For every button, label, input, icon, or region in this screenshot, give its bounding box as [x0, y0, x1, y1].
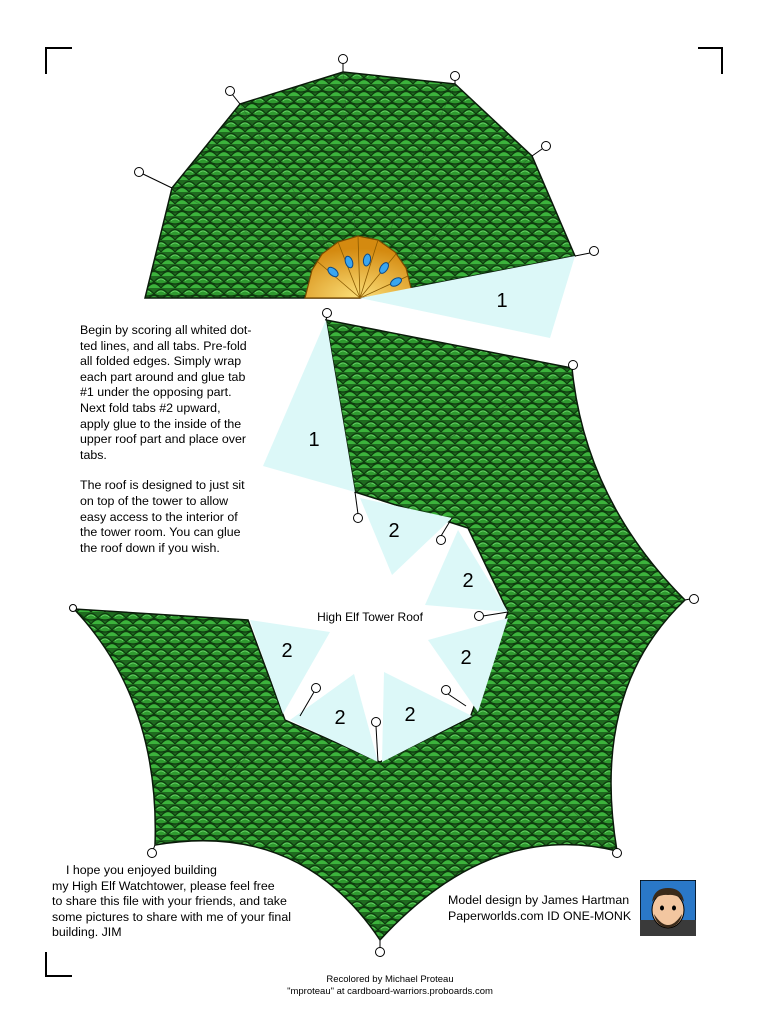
- credits-text: Model design by James Hartman Paperworld…: [448, 893, 632, 923]
- tab-2-label-a: 2: [388, 520, 399, 542]
- tab-1-label: 1: [496, 290, 507, 312]
- tab-2-label-d: 2: [404, 704, 415, 726]
- tab-1-lower-label: 1: [308, 429, 319, 451]
- tab-2-label-e: 2: [334, 707, 345, 729]
- tab-2-label-f: 2: [281, 640, 292, 662]
- outro-text: I hope you enjoyed building my High Elf …: [52, 863, 291, 940]
- tab-2-label-c: 2: [460, 647, 471, 669]
- tab-2-label-b: 2: [462, 570, 473, 592]
- part-title: High Elf Tower Roof: [317, 610, 423, 624]
- instructions-paragraph-2: The roof is designed to just sit on top …: [80, 478, 245, 555]
- author-avatar-icon: [640, 880, 696, 936]
- glue-pin-icon: [69, 54, 699, 957]
- instructions-text: Begin by scoring all whited dot- ted lin…: [80, 323, 280, 571]
- crop-mark-icon: [45, 47, 723, 977]
- upper-roof-part: 1: [144, 71, 577, 338]
- instructions-paragraph-1: Begin by scoring all whited dot- ted lin…: [80, 323, 252, 462]
- footer-credits: Recolored by Michael Proteau "mproteau" …: [287, 974, 493, 997]
- lower-roof-part: 1 2 2 2 2 2 2: [72, 319, 687, 942]
